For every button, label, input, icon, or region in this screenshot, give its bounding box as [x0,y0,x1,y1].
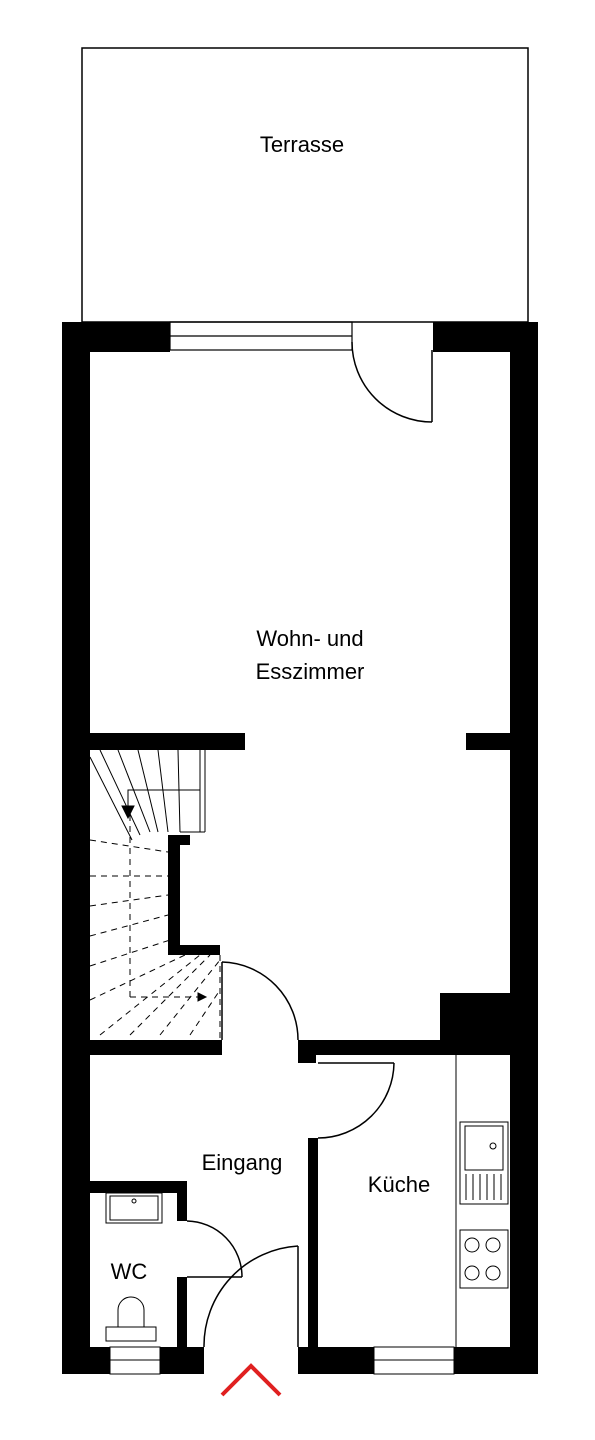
room-label-entrance: Eingang [202,1150,283,1175]
entrance-arrow-icon [220,1363,282,1397]
room-label-wc: WC [111,1259,148,1284]
kitchen-door [317,1062,395,1139]
washbasin-icon [105,1192,163,1224]
outer-walls [62,322,538,1374]
terrace-door [351,341,433,423]
room-label-living-line2: Esszimmer [256,659,365,684]
room-label-kitchen: Küche [368,1172,430,1197]
entrance-door [203,1245,299,1348]
room-label-living-line1: Wohn- und [256,626,363,651]
hall-door [221,961,299,1041]
wc-door [186,1220,243,1278]
interior-walls [62,733,510,1348]
toilet-icon [105,1296,157,1342]
terrace-window [169,321,353,351]
wc-window [109,1346,161,1375]
cooktop-icon [459,1229,509,1289]
terrace-outline [81,47,529,323]
kitchen-sink-icon [459,1121,509,1205]
stairs-icon [89,749,221,1040]
room-label-terrace: Terrasse [260,132,344,157]
kitchen-window [373,1346,455,1375]
